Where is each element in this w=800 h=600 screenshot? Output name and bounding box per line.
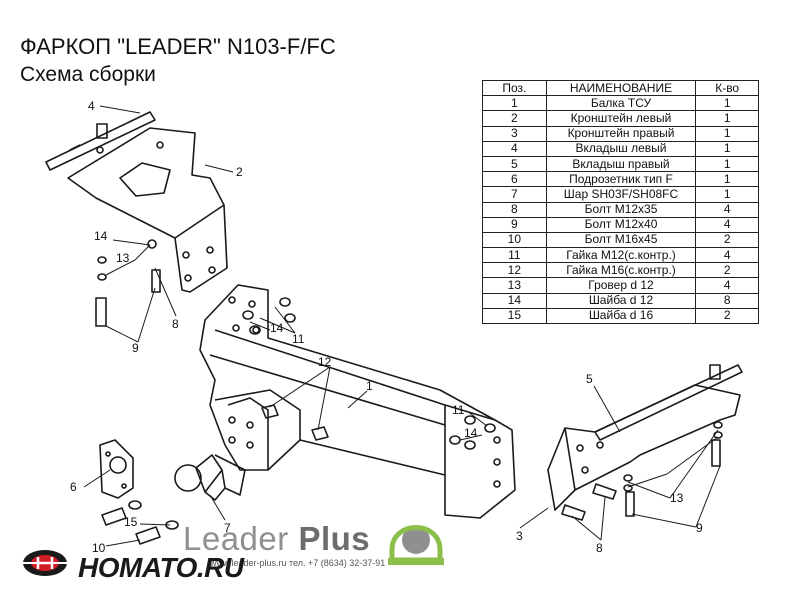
- callout-13-right: 13: [670, 491, 684, 505]
- cell-name: Подрозетник тип F: [545, 171, 697, 188]
- callout-1: 1: [366, 379, 373, 393]
- right-insert-part: [594, 364, 743, 441]
- cell-name: Кронштейн левый: [545, 110, 697, 127]
- callout-6: 6: [70, 480, 77, 494]
- callout-11-upper: 11: [292, 332, 305, 346]
- callout-14-right: 14: [464, 426, 478, 440]
- brand-word-plus: Plus: [298, 520, 371, 557]
- callout-2: 2: [236, 165, 243, 179]
- callout-12: 12: [318, 355, 332, 369]
- cell-name: Гровер d 12: [545, 277, 697, 294]
- cell-quantity: 2: [695, 307, 759, 325]
- leader-plus-logo-text: Leader Plus: [183, 520, 370, 558]
- callout-11-right: 11: [452, 403, 465, 417]
- callout-4: 4: [88, 99, 95, 113]
- cell-name: Шайба d 16: [545, 307, 697, 325]
- cell-name: Гайка М12(с.контр.): [545, 247, 697, 264]
- tow-bar-beam-part: [199, 284, 516, 519]
- leader-plus-emblem-icon: [388, 525, 444, 565]
- drawing-title: ФАРКОП "LEADER" N103-F/FC: [20, 34, 336, 59]
- cell-quantity: 1: [695, 140, 759, 157]
- callout-9-right: 9: [696, 521, 703, 535]
- right-fasteners: [561, 421, 723, 521]
- position-callouts: 4 2 1 3 5 6 7 8 8 9 9 10 11 11 12 13 13 …: [70, 99, 703, 555]
- callout-15: 15: [124, 515, 138, 529]
- socket-plate-part: [99, 439, 134, 499]
- callout-13-left: 13: [116, 251, 130, 265]
- cell-name: Кронштейн правый: [545, 125, 697, 142]
- callout-3: 3: [516, 529, 523, 543]
- callout-14-left: 14: [94, 229, 108, 243]
- tow-ball-part: [174, 454, 246, 501]
- cell-name: Шайба d 12: [545, 292, 697, 309]
- leader-lines: [83, 105, 721, 547]
- homato-logo-icon: [23, 550, 67, 576]
- cell-name: Вкладыш левый: [545, 140, 697, 157]
- callout-8-left: 8: [172, 317, 179, 331]
- brand-contacts: www.leader-plus.ru тел. +7 (8634) 32-37-…: [210, 558, 386, 568]
- drawing-subtitle: Схема сборки: [20, 63, 156, 86]
- callout-8-right: 8: [596, 541, 603, 555]
- left-bracket-part: [67, 127, 228, 293]
- upper-nuts: [242, 297, 296, 335]
- cell-name: Болт М16х45: [545, 231, 697, 249]
- homato-site-name: HOMATO.RU: [78, 552, 244, 583]
- callout-9-left: 9: [132, 341, 139, 355]
- callout-14-upper: 14: [270, 321, 284, 335]
- callout-7: 7: [224, 521, 231, 535]
- callout-5: 5: [586, 372, 593, 386]
- beam-nuts: [261, 404, 329, 441]
- left-insert-part: [45, 111, 156, 171]
- brand-word-leader: Leader: [183, 520, 289, 557]
- right-bracket-part: [547, 384, 741, 511]
- lower-left-fasteners: [101, 500, 179, 545]
- callout-10: 10: [92, 541, 106, 555]
- cell-position: 13: [482, 277, 547, 294]
